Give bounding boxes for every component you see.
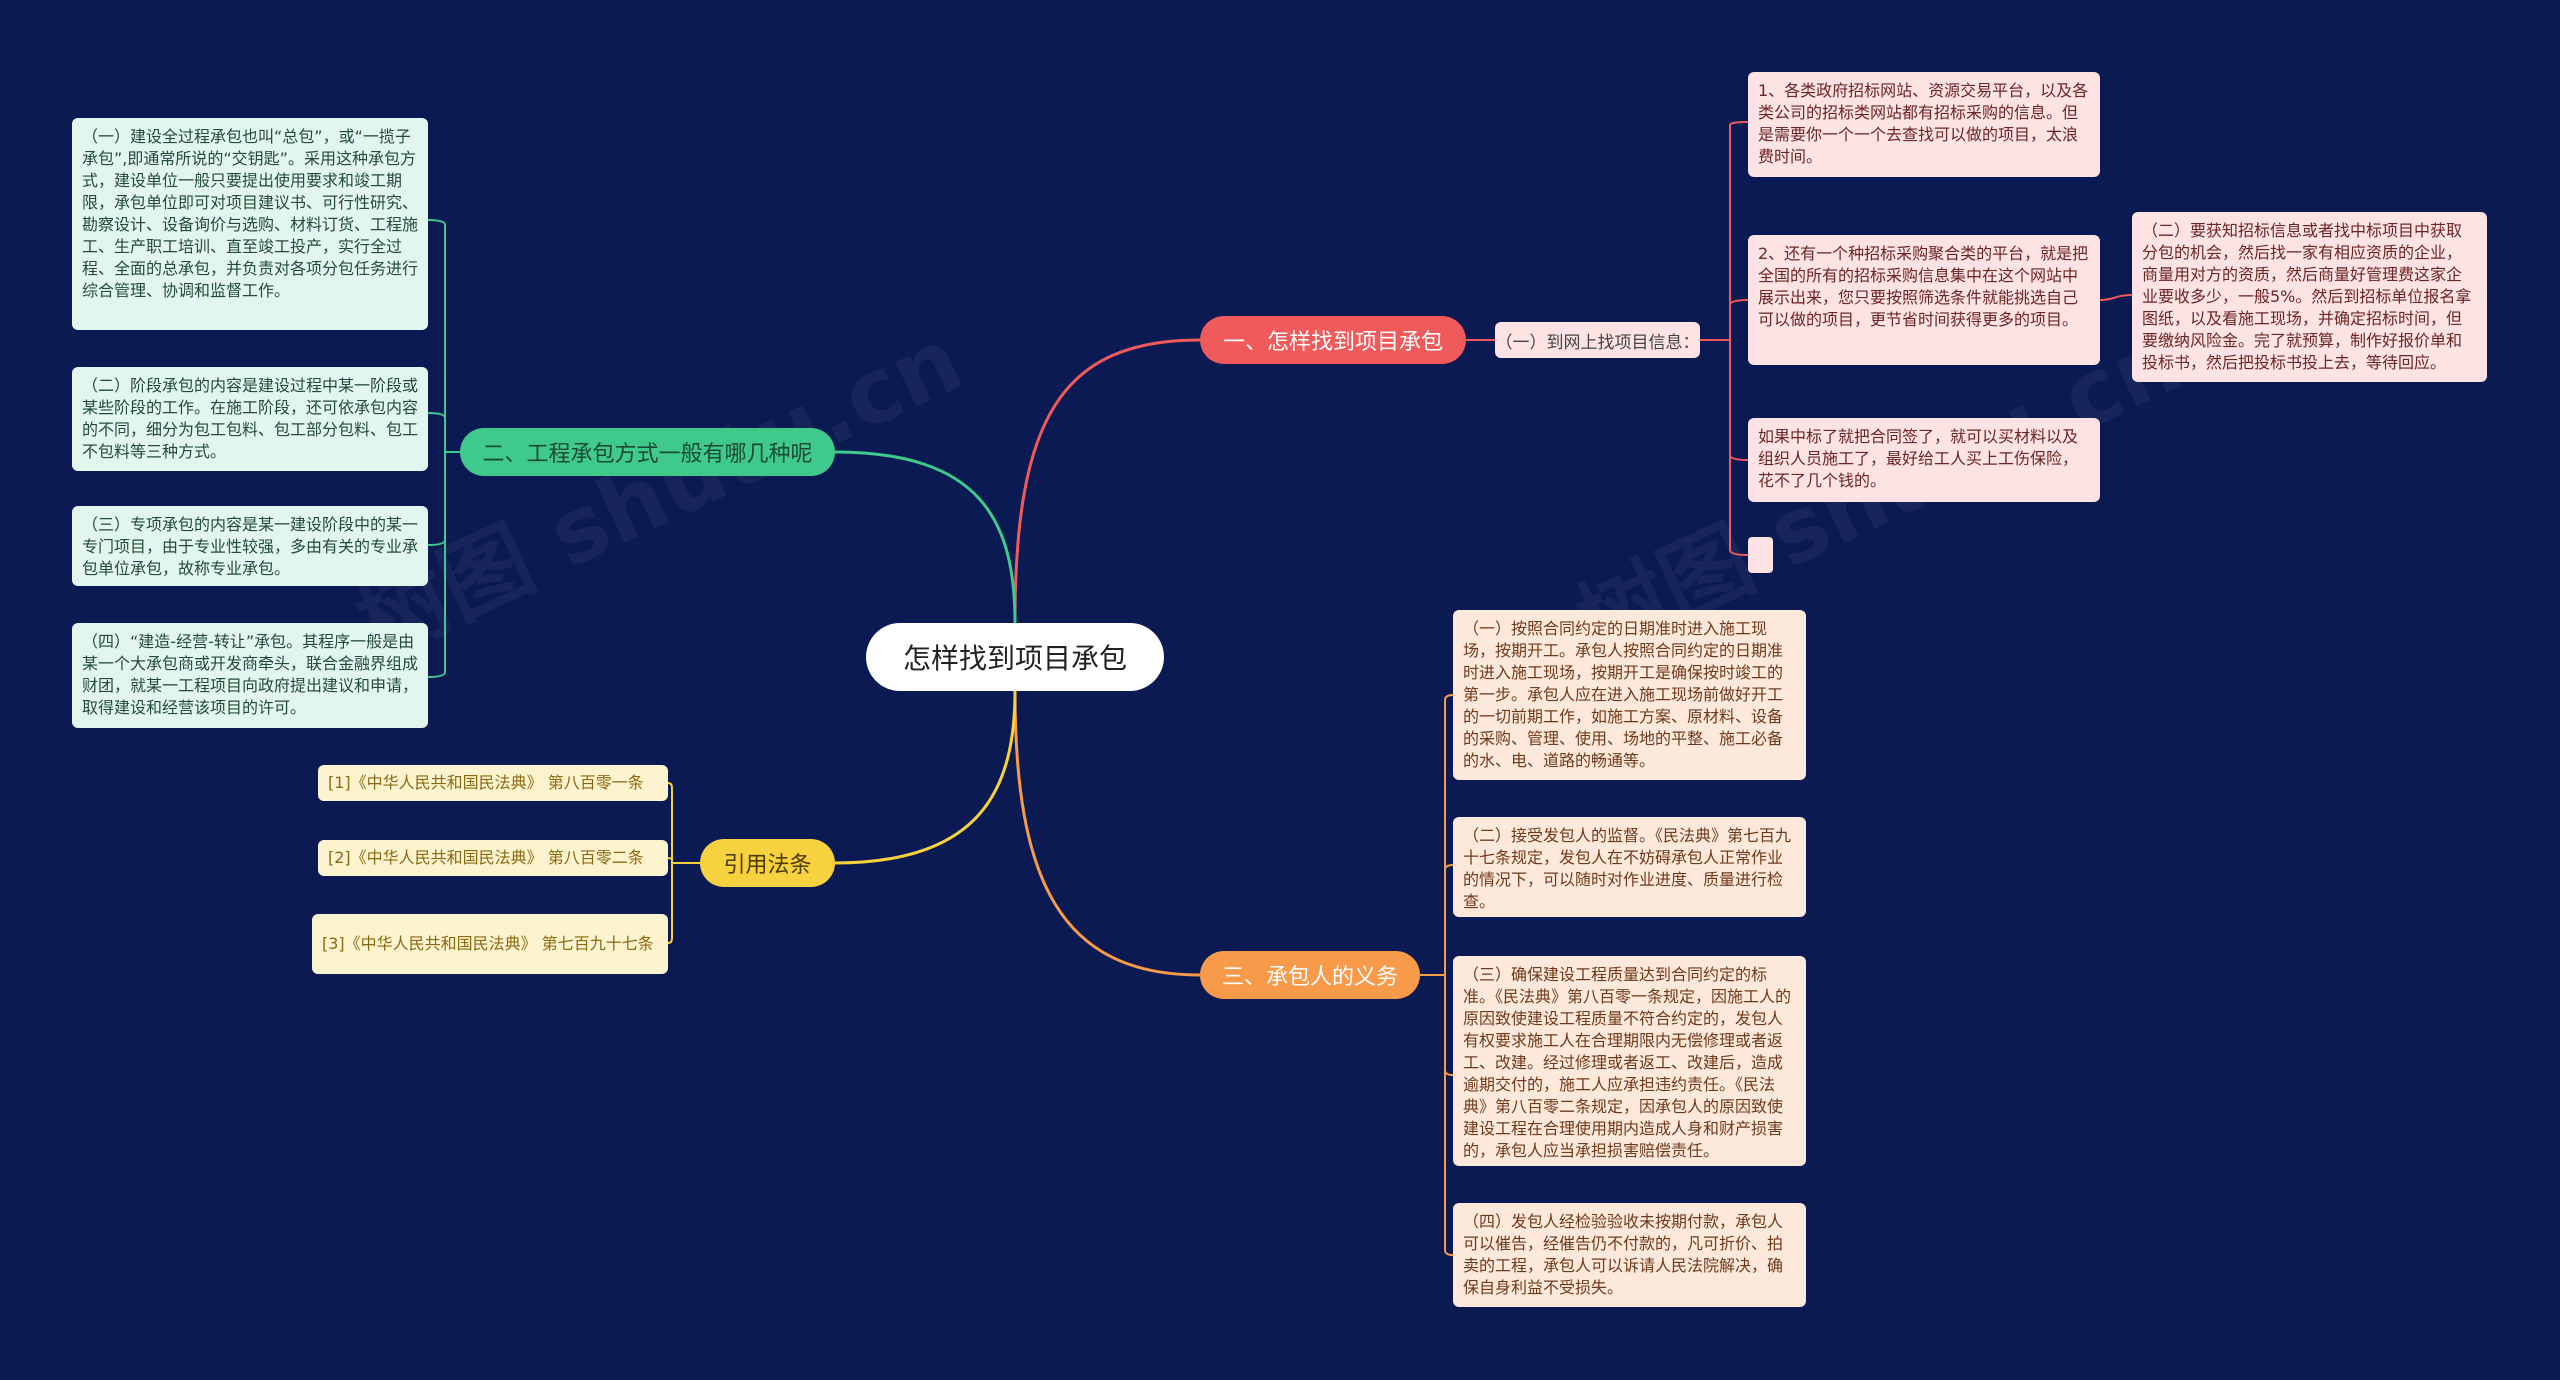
link-b3-leaves <box>1200 694 1454 1256</box>
leaf-law-797[interactable]: [3]《中华人民共和国民法典》 第七百九十七条 <box>312 914 668 974</box>
leaf-government-sites[interactable]: 1、各类政府招标网站、资源交易平台，以及各类公司的招标类网站都有招标采购的信息。… <box>1748 72 2100 177</box>
link-sub-leaves <box>1700 121 1749 556</box>
branch-contractor-obligations[interactable]: 三、承包人的义务 <box>1200 951 1420 999</box>
leaf-empty[interactable] <box>1748 537 1773 573</box>
leaf-law-801[interactable]: [1]《中华人民共和国民法典》 第八百零一条 <box>318 765 668 801</box>
link-b2-leaves <box>427 219 460 678</box>
leaf-ensure-quality[interactable]: （三）确保建设工程质量达到合同约定的标准。《民法典》第八百零一条规定，因施工人的… <box>1453 956 1806 1166</box>
link-b4-leaves <box>667 782 700 944</box>
link-root-b1 <box>1013 338 1201 624</box>
leaf-start-on-time[interactable]: （一）按照合同约定的日期准时进入施工现场，按期开工。承包人按照合同约定的日期准时… <box>1453 610 1806 780</box>
leaf-phase-contract[interactable]: （二）阶段承包的内容是建设过程中某一阶段或某些阶段的工作。在施工阶段，还可依承包… <box>72 367 428 471</box>
leaf-aggregator-platform[interactable]: 2、还有一个种招标采购聚合类的平台，就是把全国的所有的招标采购信息集中在这个网站… <box>1748 235 2100 365</box>
leaf-payment-claim[interactable]: （四）发包人经检验验收未按期付款，承包人可以催告，经催告仍不付款的，凡可折价、拍… <box>1453 1203 1806 1307</box>
branch-contract-types[interactable]: 二、工程承包方式一般有哪几种呢 <box>460 428 835 476</box>
leaf-law-802[interactable]: [2]《中华人民共和国民法典》 第八百零二条 <box>318 840 668 876</box>
link-root-b2 <box>834 450 1017 624</box>
link-root-b4 <box>834 690 1017 865</box>
leaf-special-contract[interactable]: （三）专项承包的内容是某一建设阶段中的某一专门项目，由于专业性较强，多由有关的专… <box>72 506 428 586</box>
leaf-sign-contract[interactable]: 如果中标了就把合同签了，就可以买材料以及组织人员施工了，最好给工人买上工伤保险，… <box>1748 418 2100 502</box>
root-topic[interactable]: 怎样找到项目承包 <box>866 623 1164 691</box>
subtopic-online-search[interactable]: （一）到网上找项目信息： <box>1495 322 1700 358</box>
leaf-subcontract-opportunity[interactable]: （二）要获知招标信息或者找中标项目中获取分包的机会，然后找一家有相应资质的企业，… <box>2132 212 2487 382</box>
link-root-b3 <box>1013 690 1201 977</box>
link-leaf2-child <box>2099 294 2133 301</box>
branch-how-to-find-projects[interactable]: 一、怎样找到项目承包 <box>1200 316 1466 364</box>
branch-cited-laws[interactable]: 引用法条 <box>700 839 835 887</box>
leaf-bot-contract[interactable]: （四）“建造-经营-转让”承包。其程序一般是由某一个大承包商或开发商牵头，联合金… <box>72 623 428 728</box>
leaf-accept-supervision[interactable]: （二）接受发包人的监督。《民法典》第七百九十七条规定，发包人在不妨碍承包人正常作… <box>1453 817 1806 917</box>
leaf-full-process-contract[interactable]: （一）建设全过程承包也叫“总包”，或“一揽子承包”,即通常所说的“交钥匙”。采用… <box>72 118 428 330</box>
